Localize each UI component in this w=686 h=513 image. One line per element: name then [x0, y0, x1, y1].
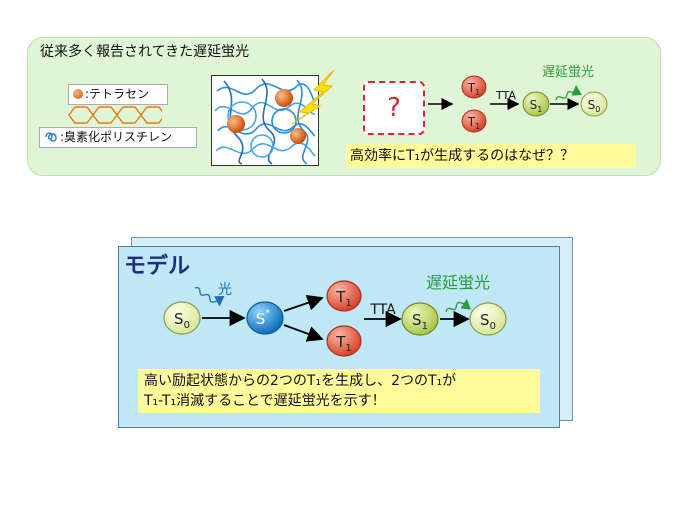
- tetracene-sphere-icon: [73, 89, 83, 99]
- top-s1: S1: [522, 91, 550, 117]
- model-emission-wave-icon: [445, 298, 471, 313]
- model-s0-start: S0: [163, 301, 201, 335]
- light-label: 光: [218, 282, 232, 298]
- excitation-light-wave-icon: [194, 286, 225, 307]
- svg-text:T1: T1: [335, 333, 352, 354]
- tetracene-sphere-2: [227, 115, 245, 133]
- unknown-mechanism-box: ?: [363, 81, 425, 135]
- polymer-network-icon: [214, 78, 316, 165]
- lightning-bolt-icon: [291, 69, 335, 125]
- film-illustration: [211, 75, 319, 166]
- model-s-star: S*: [246, 301, 284, 335]
- top-emission-wave-icon: [555, 84, 582, 101]
- tetracene-sphere-3: [290, 128, 306, 144]
- model-t1-lower: T1: [326, 325, 362, 357]
- tetracene-structure-icon: [68, 106, 162, 124]
- top-t1-upper: T1: [461, 75, 487, 99]
- model-title: モデル: [124, 254, 191, 279]
- svg-text:S1: S1: [412, 311, 428, 332]
- svg-text:S0: S0: [174, 310, 190, 331]
- svg-text:T1: T1: [335, 288, 352, 309]
- top-t1-lower: T1: [461, 109, 487, 133]
- svg-text:T1: T1: [467, 81, 480, 97]
- top-s0: S0: [580, 91, 608, 117]
- model-t1-upper: T1: [326, 280, 362, 312]
- model-delayed-fluorescence-label: 遅延蛍光: [426, 273, 490, 292]
- model-caption-line-1: 高い励起状態からの2つのT₁を生成し、2つのT₁が: [144, 373, 457, 389]
- svg-text:S1: S1: [530, 98, 543, 114]
- polystyrene-legend: :臭素化ポリスチレン: [39, 127, 197, 148]
- svg-text:S0: S0: [588, 98, 601, 114]
- polymer-coil-icon: [45, 132, 57, 142]
- svg-text:S0: S0: [480, 311, 496, 332]
- previous-work-title: 従来多く報告されてきた遅延蛍光: [40, 44, 250, 60]
- tetracene-label: :テトラセン: [85, 87, 150, 101]
- polystyrene-label: :臭素化ポリスチレン: [60, 130, 173, 144]
- top-delayed-fluorescence-label: 遅延蛍光: [542, 65, 594, 80]
- model-s0-end: S0: [469, 302, 507, 336]
- tetracene-legend: :テトラセン: [68, 84, 168, 105]
- model-caption: 高い励起状態からの2つのT₁を生成し、2つのT₁が T₁-T₁消滅することで遅延…: [138, 369, 540, 413]
- tetracene-sphere-1: [275, 89, 293, 107]
- question-text: 高効率にT₁が生成するのはなぜ？？: [346, 144, 636, 168]
- model-tta-label: TTA: [369, 302, 396, 318]
- model-s1: S1: [401, 302, 439, 336]
- model-caption-line-2: T₁-T₁消滅することで遅延蛍光を示す！: [144, 393, 386, 409]
- svg-text:S*: S*: [256, 308, 271, 328]
- svg-text:T1: T1: [467, 115, 480, 131]
